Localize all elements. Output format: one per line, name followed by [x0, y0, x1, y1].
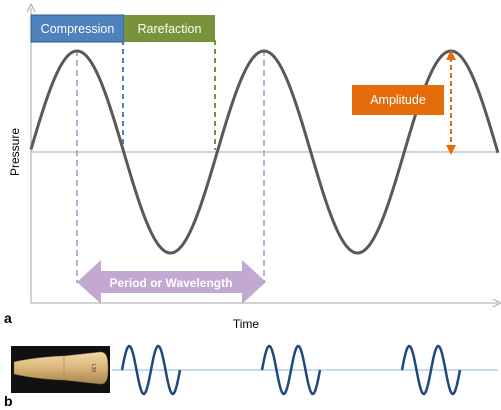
period-arrow: Period or Wavelength — [77, 260, 266, 304]
probe-label: L38 — [90, 364, 96, 373]
pulse-2 — [260, 344, 322, 396]
panel-a-label: a — [4, 310, 12, 326]
amplitude-label: Amplitude — [352, 85, 444, 115]
y-axis-title: Pressure — [8, 128, 22, 176]
compression-label: Compression — [30, 14, 125, 43]
panel-a: Compression Rarefaction Amplitude Period… — [4, 2, 501, 331]
amplitude-arrowhead-top — [446, 50, 456, 60]
rarefaction-text: Rarefaction — [138, 22, 202, 36]
pulse-3 — [400, 344, 462, 396]
ultrasound-probe: L38 — [11, 346, 110, 393]
amplitude-text: Amplitude — [370, 93, 426, 107]
x-axis-title: Time — [233, 317, 260, 331]
compression-text: Compression — [41, 22, 115, 36]
y-axis-arrow — [26, 2, 36, 13]
panel-b-label: b — [4, 393, 13, 409]
amplitude-arrowhead-bottom — [446, 145, 456, 155]
probe-body — [13, 351, 109, 385]
period-text: Period or Wavelength — [110, 276, 233, 290]
rarefaction-label: Rarefaction — [124, 15, 215, 42]
pulse-1 — [120, 344, 182, 396]
x-axis-arrow — [492, 298, 501, 308]
panel-b: L38 b — [4, 344, 498, 409]
